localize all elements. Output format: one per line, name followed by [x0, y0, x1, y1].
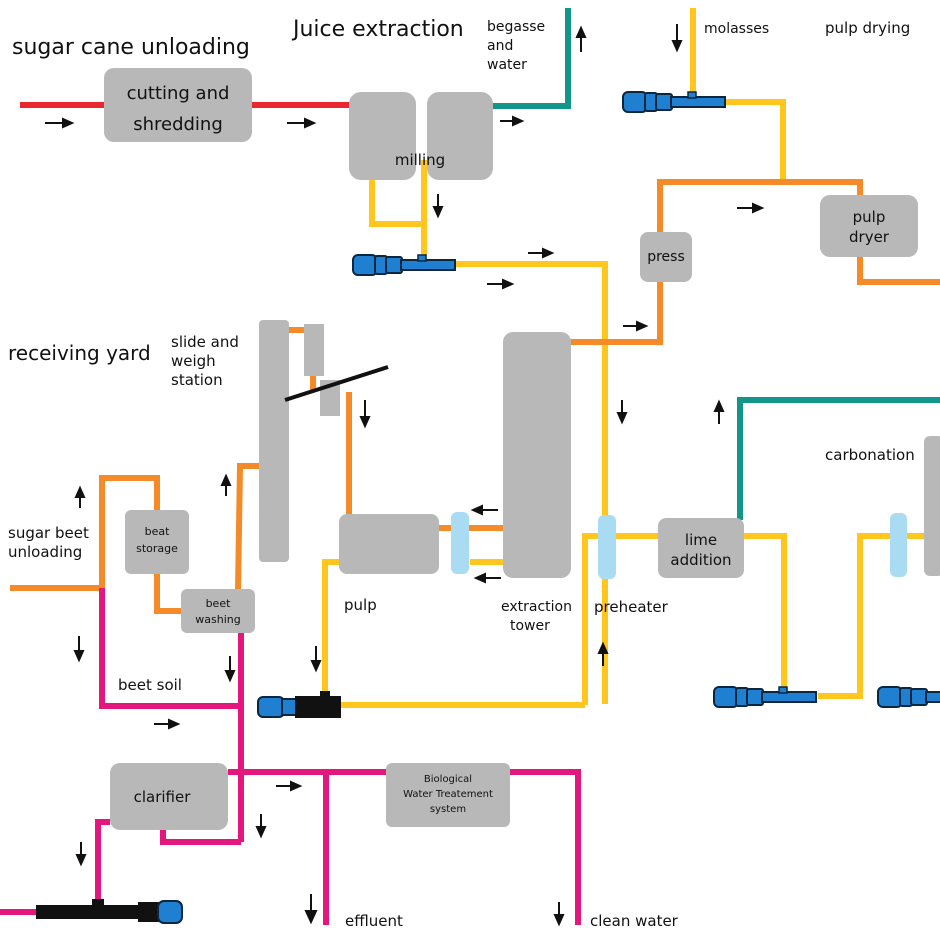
slide-label-3: station	[171, 371, 223, 389]
slide-conveyor	[284, 365, 389, 402]
preheater-label: preheater	[594, 598, 669, 616]
arrow-down-pump	[75, 842, 87, 867]
carbonation-gas-pipe	[737, 397, 940, 520]
extraction-tower-unit	[503, 332, 571, 578]
cutting-shredding-unit	[104, 68, 252, 142]
arrow-right-mill	[500, 115, 525, 127]
weigh-hopper	[304, 324, 324, 376]
arrow-down-weigh	[359, 400, 371, 429]
arrow-down-beet	[73, 636, 85, 663]
begasse-label-2: and	[487, 38, 513, 54]
beet-soil-label: beet soil	[118, 676, 182, 694]
bio-water-treatment-unit	[386, 763, 510, 827]
heat-exchanger-pulp	[451, 512, 469, 574]
arrow-right-shred	[287, 117, 317, 129]
slide-weigh-column	[259, 320, 289, 562]
beet-storage-unit	[125, 510, 189, 574]
mill-roller-right	[427, 92, 493, 180]
arrow-up-begasse	[575, 25, 587, 52]
beet-storage-label-2: storage	[136, 542, 178, 555]
arrow-right-cane	[45, 117, 75, 129]
press-label: press	[647, 249, 685, 265]
arrow-right-pulp-dry	[737, 202, 765, 214]
arrow-up-preheater	[597, 641, 609, 666]
milling-label: milling	[395, 151, 445, 169]
beet-washing-unit	[181, 589, 255, 633]
arrow-up-teal	[713, 399, 725, 424]
effluent-label: effluent	[345, 912, 403, 930]
begasse-label-1: begasse	[487, 19, 545, 35]
pump-molasses	[622, 91, 726, 113]
pulp-dryer-label-1: pulp	[853, 208, 886, 226]
press-unit	[640, 232, 692, 282]
molasses-label: molasses	[704, 21, 769, 37]
arrow-left-pulp1	[470, 504, 498, 516]
pulp-pipes	[10, 179, 940, 614]
arrow-down-molasses	[671, 24, 683, 53]
begasse-pipe	[492, 8, 571, 109]
mill-roller-left	[349, 92, 416, 180]
arrow-down-preheat	[616, 400, 628, 425]
arrow-up-beet	[74, 485, 86, 508]
pump-carbonation	[877, 686, 940, 708]
arrow-down-pulp	[310, 646, 322, 673]
slide-label-2: weigh	[171, 352, 216, 370]
pump-milling	[352, 254, 456, 276]
beet-washing-label-2: washing	[195, 613, 240, 626]
lime-label-1: lime	[685, 531, 717, 549]
carbonation-exchanger	[890, 513, 907, 577]
lime-addition-unit	[658, 518, 744, 578]
bio-label-2: Water Treatement	[403, 789, 493, 800]
arrow-down-milling	[432, 194, 444, 219]
pulp-unit	[339, 514, 439, 574]
pump-lime	[713, 686, 817, 708]
arrow-right-press	[623, 320, 649, 332]
pulp-label: pulp	[344, 596, 377, 614]
sugar-beet-label-1: sugar beet	[8, 524, 89, 542]
flow-arrows	[45, 24, 765, 927]
pump-clarifier	[36, 899, 183, 924]
clean-water-label: clean water	[590, 912, 679, 930]
section-cane-unloading: sugar cane unloading	[12, 35, 250, 60]
beet-washing-label-1: beet	[206, 597, 232, 610]
cutting-label-1: cutting and	[127, 83, 230, 104]
cutting-label-2: shredding	[133, 114, 223, 135]
clarifier-unit	[110, 763, 228, 830]
lime-label-2: addition	[670, 551, 731, 569]
arrow-down-clarifier	[255, 814, 267, 839]
arrow-right-water	[276, 780, 303, 792]
pump-pulp	[257, 691, 341, 718]
beet-storage-label-1: beat	[145, 525, 170, 538]
arrow-down-clean	[553, 902, 565, 927]
begasse-label-3: water	[487, 57, 527, 73]
section-carbonation: carbonation	[825, 446, 915, 464]
clarifier-label: clarifier	[134, 788, 192, 806]
arrow-up-slide	[220, 473, 232, 496]
preheater-exchanger	[598, 515, 616, 579]
bio-label-3: system	[430, 804, 466, 815]
arrow-left-pulp2	[473, 572, 501, 584]
bio-label-1: Biological	[424, 774, 472, 785]
arrow-right-soil	[154, 718, 181, 730]
extraction-tower-label-2: tower	[510, 618, 550, 634]
sugar-beet-label-2: unloading	[8, 543, 82, 561]
pulp-dryer-unit	[820, 195, 918, 257]
pulp-dryer-label-2: dryer	[849, 228, 890, 246]
arrow-right-juice2	[487, 278, 515, 290]
slide-label-1: slide and	[171, 333, 239, 351]
section-pulp-drying: pulp drying	[825, 19, 910, 37]
arrow-down-effluent	[304, 894, 318, 925]
carbonation-tank	[924, 436, 940, 576]
section-juice-extraction: Juice extraction	[291, 17, 464, 42]
section-receiving-yard: receiving yard	[8, 341, 151, 365]
arrow-right-juice1	[528, 247, 555, 259]
water-pipes	[0, 588, 581, 925]
extraction-tower-label-1: extraction	[501, 599, 572, 615]
arrow-down-washing	[224, 656, 236, 683]
